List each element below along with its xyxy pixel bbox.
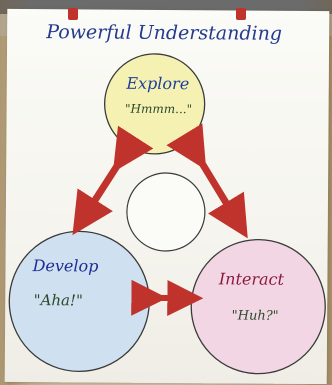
poster-title: Powerful Understanding bbox=[45, 21, 282, 45]
interact-circle bbox=[190, 238, 326, 375]
interact-label: Interact bbox=[218, 269, 285, 288]
develop-label: Develop bbox=[32, 256, 99, 275]
develop-quote: "Aha!" bbox=[34, 291, 83, 309]
poster-sheet: Powerful Understanding Explore "Hmmm..."… bbox=[4, 8, 330, 385]
explore-label: Explore bbox=[125, 74, 189, 93]
interact-quote: "Huh?" bbox=[232, 308, 279, 323]
binder-clip-left bbox=[68, 8, 78, 20]
arrow-explore-develop bbox=[72, 125, 154, 236]
explore-quote: "Hmmm..." bbox=[125, 102, 192, 116]
center-circle bbox=[126, 172, 206, 252]
poster-drawing: Powerful Understanding Explore "Hmmm..."… bbox=[8, 21, 326, 375]
binder-clip-right bbox=[236, 8, 246, 20]
arrow-explore-interact bbox=[166, 123, 248, 239]
